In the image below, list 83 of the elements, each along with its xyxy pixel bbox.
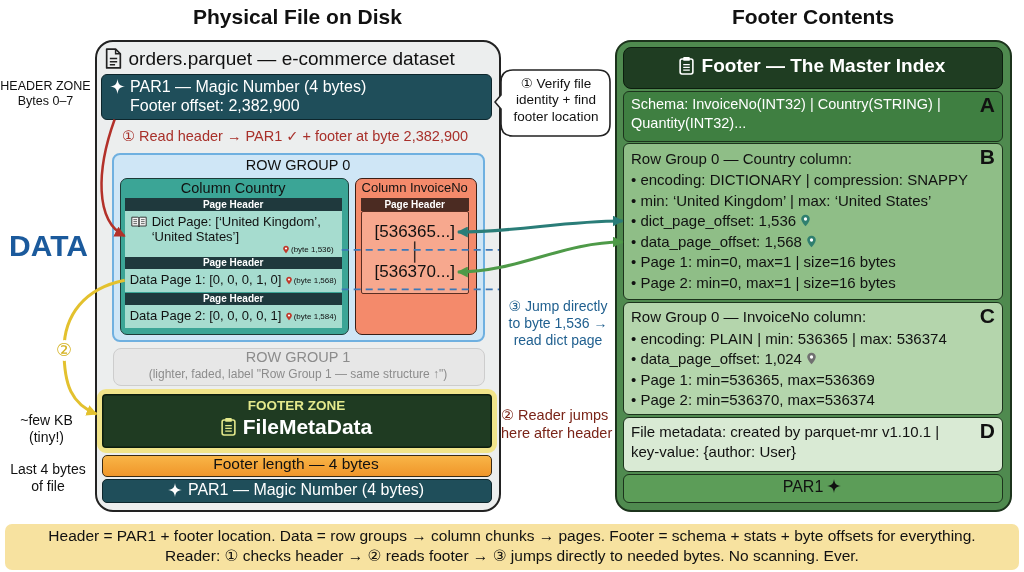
- bullet-item: • Page 2: min=0, max=1 | size=16 bytes: [631, 274, 896, 292]
- bullet-item: • Page 2: min=536370, max=536374: [631, 391, 875, 409]
- section-title: Row Group 0 — InvoiceNo column:: [631, 308, 867, 326]
- arrow: [100, 119, 126, 238]
- section-title: Row Group 0 — Country column:: [631, 150, 852, 168]
- zone-label: FOOTER ZONE: [247, 397, 346, 414]
- bullet-item: • Page 1: min=0, max=1 | size=16 bytes: [631, 253, 896, 271]
- panel-title: orders.parquet — e-commerce dataset: [128, 47, 455, 71]
- annotation-text: ③ Jump directly to byte 1,536 → read dict page: [507, 298, 609, 350]
- summary-line: Header = PAR1 + footer location. Data = row groups → column chunks → pages. Footer = schema + stats + byte offsets for everything.: [48, 527, 976, 546]
- size-note: ~few KB (tiny!): [19, 411, 74, 446]
- bullet-item: • Page 1: min=536365, max=536369: [631, 371, 875, 389]
- annotation-text: ② Reader jumps here after header: [501, 407, 613, 443]
- page-text: Dict Page: [‘United Kingdom’, ‘United States’]: [151, 213, 322, 245]
- page-text: Data Page 1: [0, 0, 0, 1, 0]: [129, 271, 282, 288]
- strip-label: Page Header: [202, 256, 264, 269]
- bullet-item: • data_page_offset: 1,568: [631, 233, 802, 251]
- zone-label: HEADER ZONE Bytes 0–7: [0, 79, 92, 110]
- group-title: ROW GROUP 0: [245, 156, 351, 174]
- arrow: [456, 236, 624, 278]
- section-heading: Footer Contents: [731, 3, 895, 29]
- strip-label: Page Header: [384, 197, 445, 211]
- band-label: PAR1: [782, 477, 824, 497]
- size-note: Last 4 bytes of file: [9, 461, 87, 496]
- summary-line: Reader: ① checks header → ② reads footer → ③ jumps directly to needed bytes. No scanning. Ever.: [165, 547, 859, 566]
- row-group-panel: [112, 347, 485, 386]
- metadata-section: [622, 416, 1003, 472]
- index-header-band: [622, 46, 1003, 89]
- callout-text: ① Verify file identity + find footer location: [512, 76, 600, 126]
- column-chunk: [354, 177, 477, 335]
- bullet-item: • dict_page_offset: 1,536: [631, 212, 797, 230]
- zone-title: FileMetaData: [242, 413, 373, 439]
- dashed-line: [340, 288, 500, 291]
- section-text: Schema: InvoiceNo(INT32) | Country(STRING) | Quantity(INT32)...: [631, 95, 942, 133]
- bullet-item: • data_page_offset: 1,024: [631, 350, 802, 368]
- page-box: [124, 268, 342, 292]
- strip-label: Page Header: [202, 292, 264, 305]
- edge-label: ① Read header → PAR1 ✓ + footer at byte 2,382,900: [120, 128, 471, 146]
- footer-length-band: [101, 454, 492, 477]
- band-title: PAR1 — Magic Number (4 bytes): [130, 77, 367, 97]
- section-text: File metadata: created by parquet-mr v1.10.1 | key-value: {author: User}: [631, 422, 941, 461]
- magic-number-band: [101, 478, 492, 503]
- column-title: Column Country: [180, 179, 286, 198]
- byte-offset-label: (byte 1,584): [293, 311, 337, 322]
- band-label: Footer length — 4 bytes: [213, 455, 379, 474]
- section-letter: B: [979, 144, 995, 170]
- value-text: [536370...]: [374, 262, 455, 282]
- magic-number-band: [622, 473, 1003, 503]
- summary-band: [5, 524, 1019, 570]
- group-title: ROW GROUP 1: [245, 349, 351, 367]
- bullet-item: • encoding: PLAIN | min: 536365 | max: 536374: [631, 330, 947, 348]
- page-box: [124, 304, 342, 328]
- dashed-line: [340, 248, 500, 251]
- bullet-item: • encoding: DICTIONARY | compression: SNAPPY: [631, 171, 969, 189]
- values-box: [360, 210, 469, 294]
- group-note: (lighter, faded, label "Row Group 1 — same structure ↑"): [148, 367, 448, 382]
- arrow: [456, 215, 624, 238]
- value-text: [536365...]: [374, 222, 455, 242]
- section-letter: C: [979, 303, 995, 329]
- arrow: [62, 278, 126, 416]
- connector-line: [413, 240, 416, 264]
- page-header-strip: [124, 197, 342, 211]
- page-header-strip: [360, 197, 469, 211]
- page-text: Data Page 2: [0, 0, 0, 0, 1]: [129, 307, 282, 324]
- band-label: PAR1 — Magic Number (4 bytes): [187, 480, 425, 500]
- byte-offset-label: (byte 1,536): [291, 244, 334, 255]
- section-heading: Physical File on Disk: [193, 3, 402, 29]
- metadata-section: [622, 142, 1003, 300]
- section-letter: A: [979, 92, 995, 118]
- metadata-section: [622, 90, 1003, 142]
- offset-text: Footer offset: 2,382,900: [130, 96, 300, 116]
- bullet-item: • min: ‘United Kingdom’ | max: ‘United States’: [631, 192, 932, 210]
- speech-bubble: [494, 69, 611, 137]
- page-header-strip: [124, 292, 342, 305]
- byte-offset-label: (byte 1,568): [293, 275, 337, 286]
- zone-label: DATA: [8, 227, 89, 264]
- page-box: [124, 210, 342, 257]
- band-title: Footer — The Master Index: [701, 55, 946, 78]
- column-chunk: [119, 177, 349, 335]
- metadata-section: [622, 301, 1003, 415]
- section-letter: D: [979, 418, 995, 444]
- column-title: Column InvoiceNo: [361, 179, 468, 196]
- strip-label: Page Header: [202, 197, 264, 211]
